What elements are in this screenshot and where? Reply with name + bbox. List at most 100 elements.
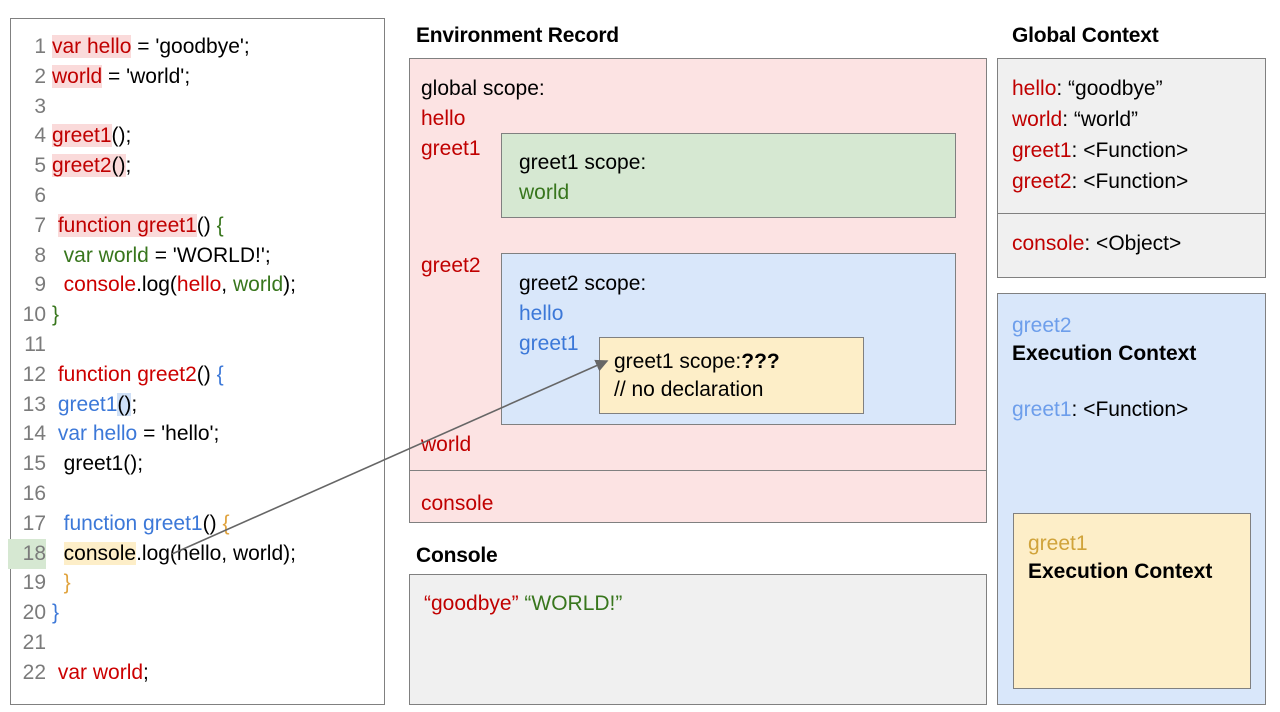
code-line-number: 13	[22, 392, 46, 416]
greet1-ec-name: greet1	[1028, 532, 1088, 555]
code-token: function greet1	[63, 511, 203, 535]
code-token: function greet2	[57, 362, 197, 386]
code-line[interactable]: 15 greet1();	[0, 449, 1280, 479]
environment-record-title: Environment Record	[416, 24, 619, 47]
code-line[interactable]: 22 var world;	[0, 658, 1280, 688]
code-line-number: 15	[22, 452, 46, 476]
code-token: var world	[57, 660, 144, 684]
greet2-ec-entry-greet1: greet1: <Function>	[1012, 396, 1188, 424]
code-line-number: 8	[34, 243, 46, 267]
code-token: ();	[111, 124, 132, 148]
inner-greet1-scope-header-text: greet1 scope:	[614, 350, 742, 373]
code-line-text: }	[52, 300, 59, 330]
code-line-text: var world = 'WORLD!';	[52, 241, 271, 271]
code-line-number: 16	[22, 482, 46, 505]
global-context-box: hello: “goodbye” world: “world” greet1: <F…	[997, 58, 1266, 278]
code-line[interactable]: 11	[0, 330, 1280, 360]
code-line-text: greet1();	[52, 449, 143, 479]
code-line-text: world = 'world';	[52, 62, 190, 92]
code-line[interactable]: 9 console.log(hello, world);	[0, 270, 1280, 300]
code-token: {	[216, 362, 224, 386]
code-line[interactable]: 19 }	[0, 568, 1280, 598]
global-context-entry: hello: “goodbye”	[1012, 75, 1163, 103]
code-line-number: 17	[22, 511, 46, 535]
code-line-number: 12	[22, 362, 46, 386]
code-token: .log(	[136, 273, 177, 297]
code-token	[52, 571, 64, 594]
code-token: world	[52, 64, 103, 88]
code-token: ()	[111, 154, 126, 178]
global-context-entry: greet1: <Function>	[1012, 137, 1188, 165]
code-token: console	[63, 273, 137, 297]
code-line[interactable]: 16	[0, 479, 1280, 509]
code-line-text: }	[52, 568, 71, 598]
greet2-scope-header: greet2 scope:	[519, 272, 647, 295]
code-token: ;	[143, 660, 149, 684]
code-token: ;	[131, 392, 138, 416]
code-line-text: console.log(hello, world);	[52, 539, 296, 569]
code-line-number: 10	[22, 303, 46, 327]
code-line[interactable]: 8 var world = 'WORLD!';	[0, 241, 1280, 271]
code-line-number: 11	[24, 333, 46, 356]
console-title: Console	[416, 544, 498, 567]
console-output-token: “goodbye”	[424, 592, 519, 615]
code-line-text: }	[52, 598, 59, 628]
greet2-ec-label: Execution Context	[1012, 342, 1197, 365]
code-token: function greet1	[57, 213, 197, 237]
code-line-number: 19	[22, 571, 46, 595]
code-token: console	[63, 541, 137, 565]
code-token: ()	[196, 362, 217, 386]
code-token	[52, 214, 58, 237]
greet1-execution-context-box: greet1 Execution Context	[1013, 513, 1251, 689]
env-binding-console: console	[421, 492, 494, 515]
global-context-entry: greet2: <Function>	[1012, 168, 1188, 196]
env-binding-hello: hello	[421, 107, 466, 130]
code-line[interactable]: 7 function greet1() {	[0, 211, 1280, 241]
code-line[interactable]: 3	[0, 92, 1280, 122]
global-scope-label: global scope:	[421, 77, 545, 100]
code-line-number: 18	[8, 538, 46, 569]
code-token: .log(hello, world);	[136, 541, 296, 565]
global-context-entry-key: greet2	[1012, 170, 1072, 193]
code-line-number: 4	[34, 124, 46, 148]
code-token: }	[52, 303, 60, 327]
code-token: var hello	[52, 35, 132, 58]
code-line[interactable]: 21	[0, 628, 1280, 658]
code-token: hello	[176, 273, 222, 297]
code-line[interactable]: 20}	[0, 598, 1280, 628]
env-binding-world: world	[421, 433, 472, 456]
code-line-number: 9	[34, 273, 46, 297]
global-context-entry-value: : <Function>	[1071, 139, 1189, 162]
code-line[interactable]: 13 greet1();	[0, 390, 1280, 420]
code-line-text: var hello = 'goodbye';	[52, 32, 250, 62]
code-line[interactable]: 6	[0, 181, 1280, 211]
code-token	[52, 244, 64, 267]
code-token: ,	[221, 273, 233, 297]
code-line-text: var world;	[52, 658, 149, 688]
code-token: {	[222, 511, 230, 535]
code-line-number: 5	[34, 154, 46, 178]
code-line-number: 2	[34, 64, 46, 88]
code-token	[52, 542, 64, 565]
inner-greet1-scope-comment: // no declaration	[614, 378, 764, 401]
console-output-box[interactable]: “goodbye” “WORLD!”	[409, 574, 987, 705]
code-token: greet1	[57, 392, 118, 416]
code-token: }	[63, 571, 71, 595]
code-line[interactable]: 10}	[0, 300, 1280, 330]
code-line-text: function greet1() {	[52, 509, 230, 539]
global-context-console-value: : <Object>	[1084, 232, 1182, 255]
greet1-scope-header: greet1 scope:	[519, 151, 647, 174]
global-context-entry: world: “world”	[1012, 106, 1138, 134]
environment-record-divider	[409, 470, 987, 471]
code-token: greet1	[52, 124, 112, 148]
console-output-line: “goodbye” “WORLD!”	[424, 591, 622, 617]
global-context-console-entry: console: <Object>	[1012, 230, 1181, 258]
code-line-text: greet1();	[52, 390, 137, 420]
code-line-text: var hello = 'hello';	[52, 419, 220, 449]
global-context-entry-value: : <Function>	[1071, 170, 1189, 193]
global-context-entry-value: : “goodbye”	[1056, 77, 1163, 100]
